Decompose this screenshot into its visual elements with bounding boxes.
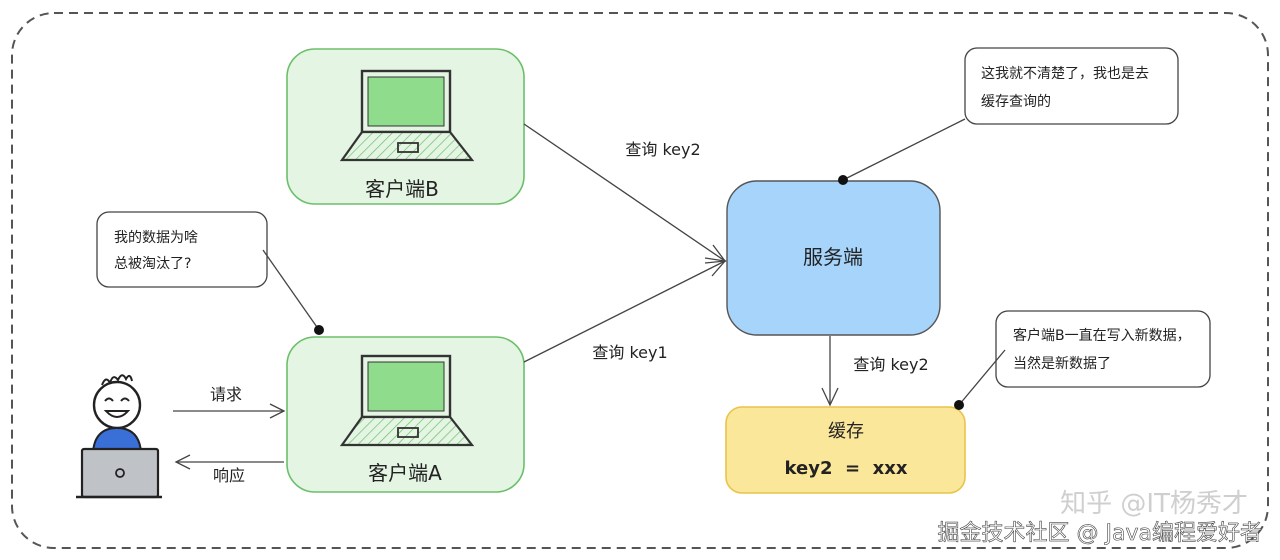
edge-label-request: 请求 [210,385,242,404]
watermark-zhihu: 知乎 @IT杨秀才 [1060,489,1248,519]
user-with-laptop-icon [76,374,162,499]
laptop-icon [339,69,475,162]
client-a-box [286,336,525,493]
cache-box [725,406,966,494]
edge-label-a-to-server: 查询 key1 [592,343,667,362]
user-bubble-line-1: 我的数据为啥 [114,230,198,246]
edge-label-response: 响应 [213,466,245,485]
server-bubble-line-1: 这我就不清楚了，我也是去 [981,65,1149,82]
cache-bubble-line-2: 当然是新数据了 [1013,355,1111,372]
cache-bubble: 客户端B一直在写入新数据， 当然是新数据了 [954,310,1211,410]
edge-label-b-to-server: 查询 key2 [625,140,700,159]
server-node: 服务端 [726,180,941,336]
client-a-node: 客户端A [286,336,525,493]
user-bubble: 我的数据为啥 总被淘汰了? [96,211,324,335]
user-bubble-line-2: 总被淘汰了? [114,256,191,272]
server-box [726,180,941,336]
cache-title: 缓存 [828,421,864,442]
client-b-node: 客户端B [286,48,525,205]
cache-bubble-line-1: 客户端B一直在写入新数据， [1013,327,1191,344]
client-b-label: 客户端B [365,177,439,201]
watermark-juejin: 掘金技术社区 @ Java编程爱好者 [938,521,1262,546]
edge-user-to-client-a [173,403,286,419]
server-label: 服务端 [803,245,863,269]
outer-frame [11,12,1269,549]
server-bubble: 这我就不清楚了，我也是去 缓存查询的 [838,47,1179,185]
server-bubble-line-2: 缓存查询的 [981,94,1051,110]
edge-a-to-server [523,260,727,363]
cache-content: key2 = xxx [785,458,908,479]
edge-client-a-to-user [174,454,284,470]
client-a-label: 客户端A [368,461,442,485]
laptop-icon [339,354,475,447]
edge-server-to-cache [821,336,839,407]
edge-label-server-to-cache: 查询 key2 [853,355,928,374]
cache-node: 缓存 key2 = xxx [725,406,966,494]
